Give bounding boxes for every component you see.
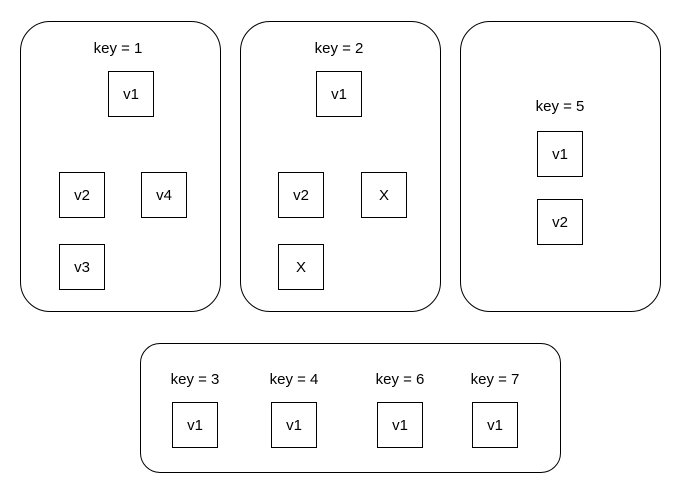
tree-node: v4 (141, 172, 187, 218)
key-label: key = 4 (269, 371, 319, 388)
tree-node: X (278, 244, 324, 290)
tree-node: v2 (278, 172, 324, 218)
single-node: v1 (172, 402, 218, 448)
single-node: v1 (472, 402, 518, 448)
single-node: v1 (271, 402, 317, 448)
key-label: key = 2 (314, 40, 364, 57)
key-label: key = 7 (470, 371, 520, 388)
tree-node: v1 (108, 71, 154, 117)
tree-node: v2 (537, 199, 583, 245)
tree-node: v1 (316, 71, 362, 117)
key-label: key = 1 (93, 40, 143, 57)
group-panel-key-1 (20, 21, 221, 312)
key-label: key = 5 (535, 98, 585, 115)
tree-node: v1 (537, 131, 583, 177)
key-label: key = 3 (170, 371, 220, 388)
single-node: v1 (377, 402, 423, 448)
key-label: key = 6 (375, 371, 425, 388)
tree-node: v3 (59, 244, 105, 290)
tree-node: X (361, 172, 407, 218)
tree-node: v2 (59, 172, 105, 218)
group-panel-key-2 (240, 21, 441, 312)
